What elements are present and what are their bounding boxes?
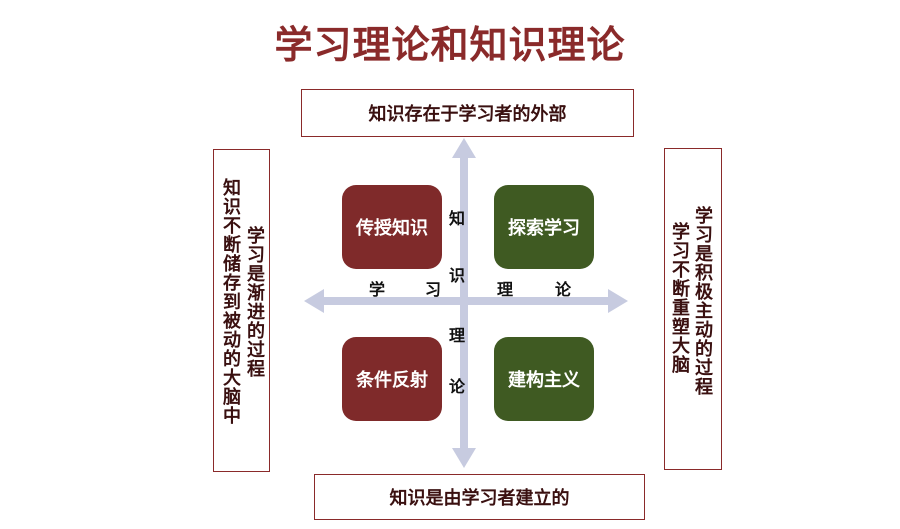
top-box-label: 知识存在于学习者的外部 (368, 104, 567, 125)
quadrant-top-left-label: 传授知识 (356, 218, 428, 239)
h-axis-char-1: 学 (369, 280, 386, 299)
arrow-down-icon (452, 448, 476, 468)
bottom-box: 知识是由学习者建立的 (314, 474, 645, 520)
bottom-box-label: 知识是由学习者建立的 (389, 488, 570, 509)
quadrant-bottom-right-label: 建构主义 (508, 370, 580, 391)
v-axis-char-2: 识 (449, 266, 466, 285)
quadrant-top-right-label: 探索学习 (508, 218, 580, 239)
h-axis-char-2: 习 (425, 280, 442, 299)
quadrant-bottom-left: 条件反射 (342, 337, 442, 421)
v-axis-char-1: 知 (449, 209, 466, 228)
quadrant-top-left: 传授知识 (342, 185, 442, 269)
v-axis-char-3: 理 (449, 326, 466, 345)
arrow-right-icon (608, 289, 628, 313)
v-axis-char-4: 论 (449, 377, 466, 396)
top-box: 知识存在于学习者的外部 (301, 89, 634, 137)
quadrant-top-right: 探索学习 (494, 185, 594, 269)
quadrant-bottom-right: 建构主义 (494, 337, 594, 421)
h-axis-char-3: 理 (497, 280, 514, 299)
right-box (664, 148, 722, 470)
left-box-outer-text: 知识不断储存到被动的大脑中 (220, 178, 241, 425)
arrow-up-icon (452, 138, 476, 158)
left-box-inner-text: 学习是渐进的过程 (244, 226, 265, 378)
h-axis-char-4: 论 (555, 280, 572, 299)
left-box (213, 149, 270, 472)
right-box-outer-text: 学习是积极主动的过程 (692, 206, 713, 396)
arrow-left-icon (304, 289, 324, 313)
right-box-inner-text: 学习不断重塑大脑 (669, 222, 690, 374)
quadrant-bottom-left-label: 条件反射 (356, 370, 428, 391)
horizontal-axis (318, 297, 614, 305)
page-title: 学习理论和知识理论 (274, 23, 626, 67)
